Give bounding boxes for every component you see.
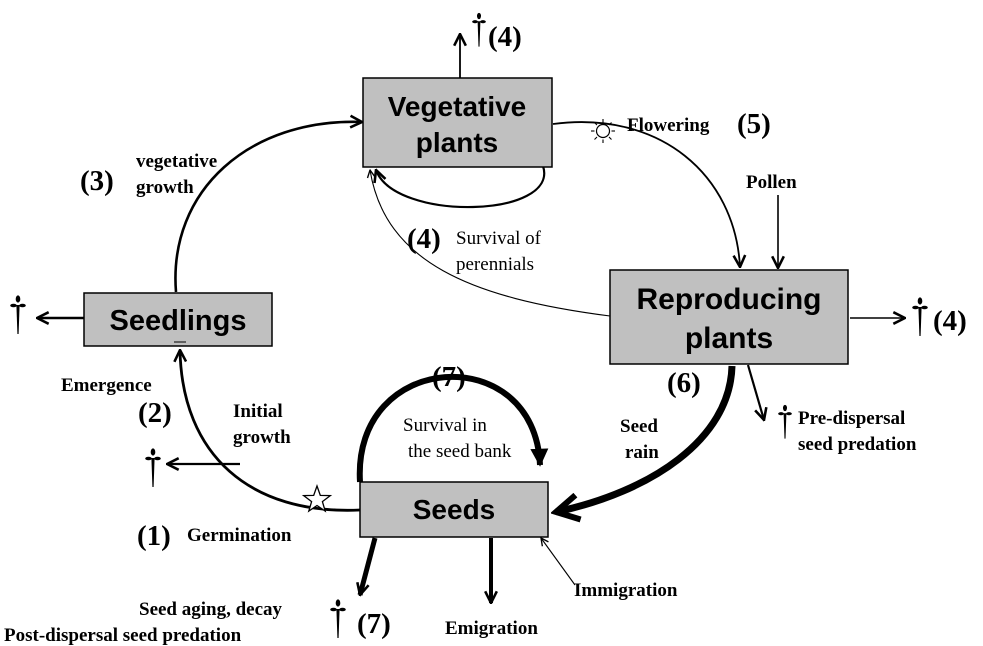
seed-aging-label: Seed aging, decay	[139, 599, 283, 620]
survival-perennials-label-2: perennials	[456, 254, 534, 275]
arrow-immigration	[541, 538, 576, 586]
star-icon	[301, 484, 333, 513]
dagger-icon	[145, 448, 161, 487]
survival-seedbank-label-2: the seed bank	[408, 441, 512, 462]
reproducing-plants-label-1: Reproducing	[637, 283, 822, 316]
arrow-seed-aging	[360, 537, 378, 595]
number-2: (2)	[138, 397, 172, 429]
initial-growth-label-2: growth	[233, 427, 291, 448]
emergence-label: Emergence	[61, 375, 152, 396]
postdispersal-label: Post-dispersal seed predation	[4, 625, 242, 646]
reproducing-plants-label-2: plants	[685, 322, 773, 355]
vegetative-growth-label-1: vegetative	[136, 151, 217, 172]
number-3: (3)	[80, 165, 114, 197]
vegetative-plants-box: Vegetative plants	[362, 77, 553, 168]
vegetative-plants-label-1: Vegetative	[388, 91, 527, 122]
flowering-label: Flowering	[627, 115, 710, 136]
number-4-top: (4)	[488, 21, 522, 53]
dagger-icon	[472, 12, 486, 47]
predispersal-label-1: Pre-dispersal	[798, 408, 905, 429]
arrow-vegetative-growth	[174, 122, 362, 293]
seedlings-box: Seedlings	[83, 292, 273, 347]
seed-rain-label-1: Seed	[620, 416, 658, 437]
pollen-label: Pollen	[746, 172, 797, 193]
predispersal-label-2: seed predation	[798, 434, 917, 455]
number-4-right: (4)	[933, 305, 967, 337]
number-1: (1)	[137, 520, 171, 552]
arrow-predispersal	[746, 364, 764, 420]
emigration-label: Emigration	[445, 618, 538, 639]
vegetative-plants-label-2: plants	[416, 127, 498, 158]
dagger-icon	[330, 599, 346, 638]
arrow-vegetative-self-loop	[376, 165, 546, 209]
vegetative-growth-label-2: growth	[136, 177, 194, 198]
arrow-survival-perennials	[370, 170, 611, 317]
arrow-flowering	[552, 121, 740, 267]
arrow-emergence	[180, 350, 361, 512]
dagger-icon	[10, 295, 26, 334]
initial-growth-label-1: Initial	[233, 401, 283, 422]
seed-rain-label-2: rain	[625, 442, 659, 463]
number-7-top: (7)	[432, 361, 466, 393]
number-7-bottom: (7)	[357, 608, 391, 640]
seedlings-label: Seedlings	[110, 305, 247, 337]
immigration-label: Immigration	[574, 580, 678, 601]
arrow-seed-rain	[556, 365, 736, 512]
arrow-seedbank-loop	[356, 373, 549, 483]
number-5: (5)	[737, 108, 771, 140]
dagger-icon	[778, 404, 792, 439]
survival-seedbank-label-1: Survival in	[403, 415, 487, 436]
germination-label: Germination	[187, 525, 292, 546]
number-4-middle: (4)	[407, 223, 441, 255]
dagger-icon	[912, 297, 928, 336]
number-6: (6)	[667, 367, 701, 399]
sun-icon	[591, 119, 615, 143]
survival-perennials-label-1: Survival of	[456, 228, 542, 249]
seeds-label: Seeds	[413, 494, 496, 525]
seeds-box: Seeds	[359, 481, 549, 538]
reproducing-plants-box: Reproducing plants	[609, 269, 849, 365]
